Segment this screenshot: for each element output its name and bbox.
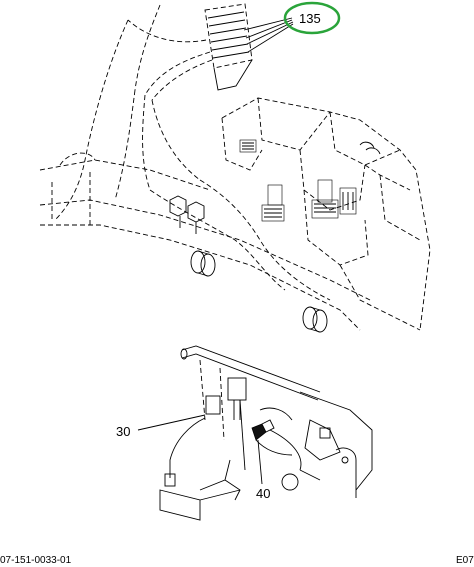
highlight-circle <box>283 1 341 35</box>
callout-40: 40 <box>256 486 270 501</box>
cross-tube <box>39 152 371 333</box>
callout-30: 30 <box>116 424 130 439</box>
page-code: E07 <box>456 555 474 566</box>
leader-30 <box>137 414 206 431</box>
leader-40 <box>257 439 263 485</box>
lower-assembly <box>159 345 373 521</box>
figure-code: 07-151-0033-01 <box>0 555 72 566</box>
dash-panel-structure <box>221 97 431 331</box>
callout-135: 135 <box>299 11 321 26</box>
top-connector <box>127 3 294 101</box>
